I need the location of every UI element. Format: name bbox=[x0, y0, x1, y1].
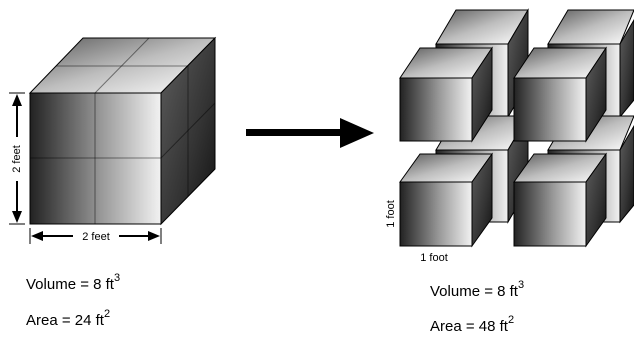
right-volume-text: Volume = 8 ft3 bbox=[430, 279, 525, 301]
width-dimension bbox=[29, 228, 162, 244]
small-cube-array bbox=[399, 8, 634, 248]
left-height-label: 2 feet bbox=[11, 145, 23, 173]
right-height-label: 1 foot bbox=[385, 200, 397, 228]
transform-arrow-icon bbox=[246, 118, 374, 148]
large-cube bbox=[28, 36, 217, 226]
right-area-text: Area = 48 ft2 bbox=[430, 314, 515, 336]
right-width-label: 1 foot bbox=[420, 252, 448, 264]
height-dimension bbox=[9, 92, 25, 225]
left-area-text: Area = 24 ft2 bbox=[26, 308, 111, 330]
small-cube bbox=[513, 152, 607, 248]
small-cube bbox=[513, 46, 607, 143]
large-cube-front bbox=[29, 92, 162, 225]
left-volume-text: Volume = 8 ft3 bbox=[26, 272, 121, 294]
small-cube bbox=[399, 152, 493, 248]
small-cube bbox=[399, 46, 493, 143]
left-width-label: 2 feet bbox=[82, 231, 110, 243]
